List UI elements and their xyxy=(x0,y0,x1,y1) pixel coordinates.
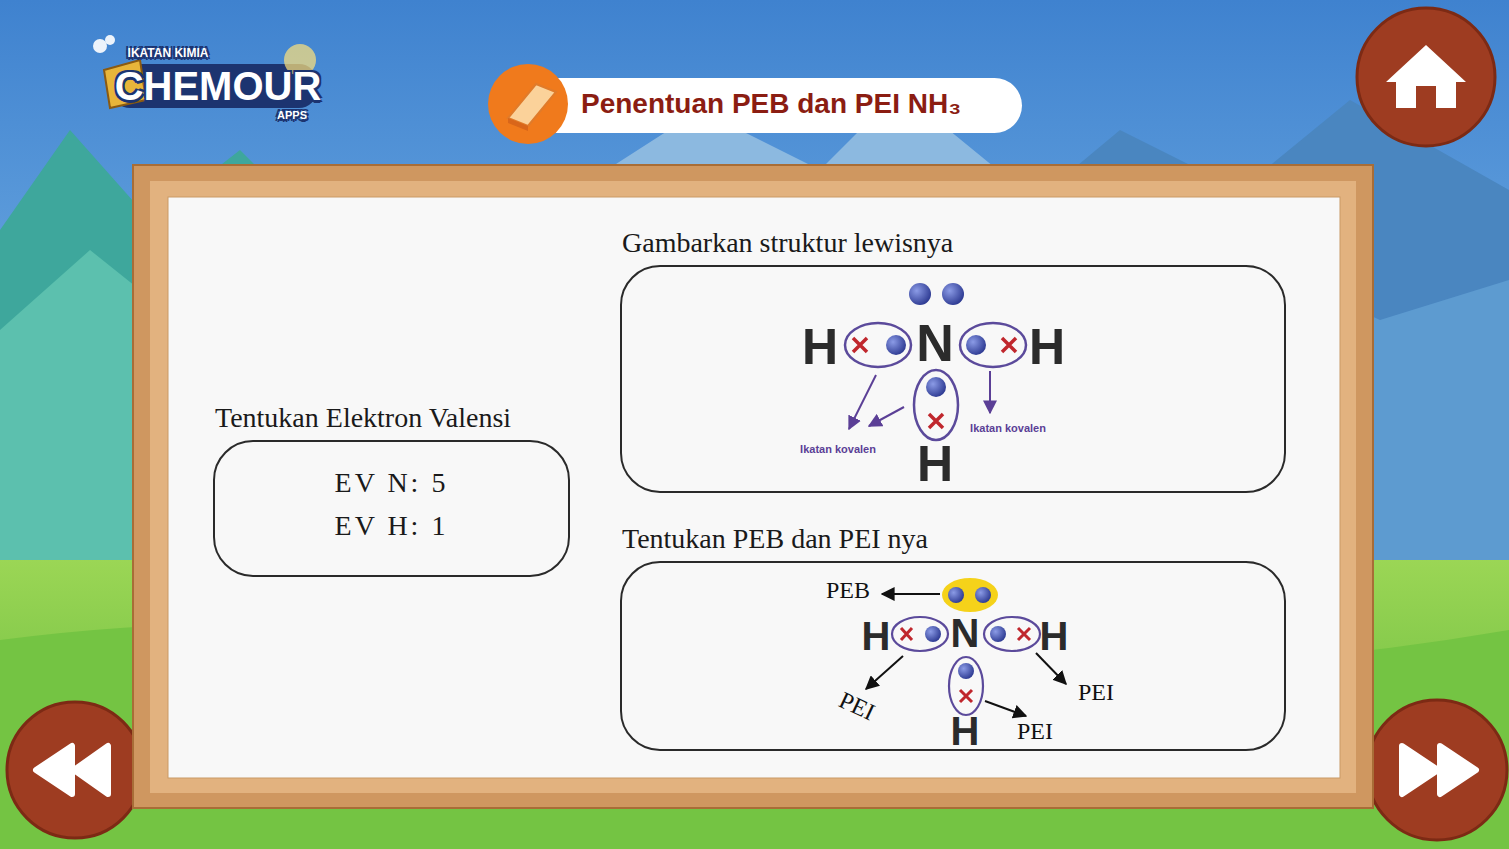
bond-ellipse xyxy=(960,323,1026,367)
logo-steam xyxy=(105,35,115,45)
logo-name: CHEMOUR xyxy=(115,66,322,106)
screen-title: Penentuan PEB dan PEI NH₃ xyxy=(581,90,961,118)
atom-symbol: N xyxy=(951,613,980,653)
box-body: EV N: 5 EV H: 1 xyxy=(215,442,568,575)
electron-cross xyxy=(1018,628,1030,640)
previous-icon xyxy=(36,746,108,794)
leader-arrow xyxy=(985,701,1026,716)
title-pill xyxy=(500,78,1022,133)
electron-dot xyxy=(990,626,1006,642)
box-heading: Tentukan PEB dan PEI nya xyxy=(622,524,928,555)
electron-dot xyxy=(926,377,946,397)
bond-ellipse xyxy=(984,617,1040,651)
logo-steam xyxy=(93,39,107,53)
logo-tag: APPS xyxy=(277,110,307,121)
atom-symbol: H xyxy=(862,616,891,656)
peb-label: PEB xyxy=(826,578,870,602)
pei-label: PEI xyxy=(836,688,879,725)
leader-arrow xyxy=(849,375,876,429)
electron-dot xyxy=(886,335,906,355)
electron-dot xyxy=(942,283,964,305)
atom-symbol: N xyxy=(916,317,954,369)
electron-cross xyxy=(929,414,943,428)
pei-label: PEI xyxy=(1017,719,1053,743)
book-icon xyxy=(508,84,556,131)
electron-dot xyxy=(909,283,931,305)
electron-cross xyxy=(960,690,972,702)
lone-pair-highlight xyxy=(942,578,998,612)
title-icon-circle xyxy=(488,64,568,144)
leader-arrow xyxy=(869,407,904,426)
atom-symbol: H xyxy=(1040,616,1069,656)
bond-label: Ikatan kovalen xyxy=(800,444,876,455)
leader-arrow xyxy=(882,593,940,595)
box-heading: Gambarkan struktur lewisnya xyxy=(622,228,953,259)
leader-arrow xyxy=(989,371,991,413)
home-icon xyxy=(1386,45,1466,108)
leader-arrow xyxy=(1036,653,1066,684)
electron-cross xyxy=(901,628,912,640)
bond-ellipse xyxy=(949,657,983,715)
lewis-structure xyxy=(845,283,1026,440)
electron-dot xyxy=(948,587,964,603)
atom-symbol: H xyxy=(802,322,838,372)
board-frame xyxy=(133,165,1373,808)
valence-value: EV H: 1 xyxy=(335,511,449,542)
bond-ellipse xyxy=(914,370,958,440)
electron-dot xyxy=(966,335,986,355)
atom-symbol: H xyxy=(1029,322,1065,372)
board-frame-inner xyxy=(150,181,1356,793)
electron-dot xyxy=(958,663,974,679)
leader-arrow xyxy=(866,656,903,689)
valence-value: EV N: 5 xyxy=(335,468,449,499)
atom-symbol: H xyxy=(951,711,980,751)
home-button xyxy=(1357,8,1495,146)
bond-ellipse xyxy=(845,323,911,367)
valence-electron-box: Tentukan Elektron ValensiEV N: 5EV H: 1 xyxy=(213,440,570,577)
box-heading: Tentukan Elektron Valensi xyxy=(215,403,511,434)
whiteboard xyxy=(168,197,1340,778)
electron-dot xyxy=(925,626,941,642)
next-button xyxy=(1367,700,1507,840)
next-icon xyxy=(1402,746,1476,794)
bond-ellipse xyxy=(892,617,948,651)
electron-cross xyxy=(1002,338,1016,352)
logo-subtitle: IKATAN KIMIA xyxy=(128,47,209,59)
previous-button xyxy=(7,702,143,838)
electron-dot xyxy=(975,587,991,603)
peb-pei-structure xyxy=(892,578,1040,715)
bond-label: Ikatan kovalen xyxy=(970,423,1046,434)
electron-cross xyxy=(853,338,867,352)
pei-label: PEI xyxy=(1078,680,1114,704)
atom-symbol: H xyxy=(917,439,953,489)
